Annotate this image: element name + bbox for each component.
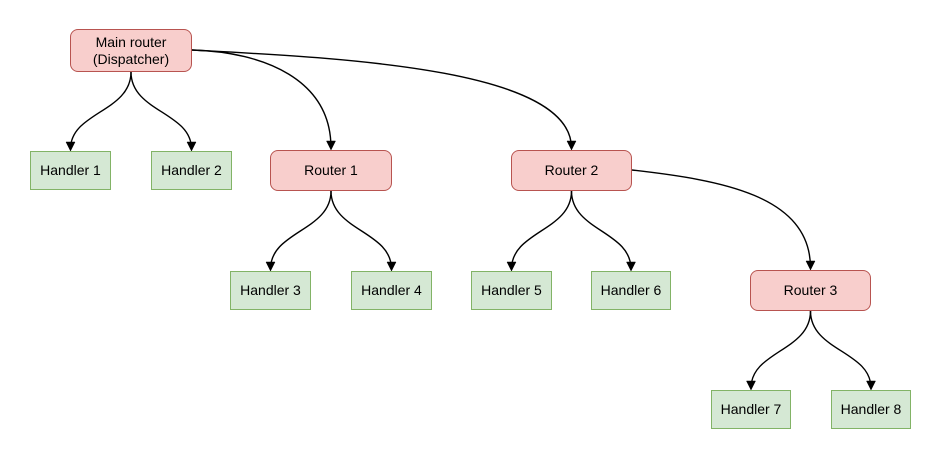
node-handler-5: Handler 5 (471, 271, 552, 310)
node-handler-3-label: Handler 3 (240, 282, 301, 299)
node-handler-6-label: Handler 6 (600, 282, 662, 299)
edge-router2-to-router3 (631, 169, 811, 268)
edge-router3-to-handler8 (809, 310, 872, 388)
edge-router3-to-handler7 (751, 310, 812, 388)
node-handler-3: Handler 3 (230, 271, 311, 310)
node-main-router: Main router (Dispatcher) (70, 29, 192, 72)
node-handler-7-label: Handler 7 (720, 401, 782, 418)
node-handler-4: Handler 4 (351, 271, 432, 310)
node-router-3: Router 3 (750, 270, 871, 311)
node-handler-8: Handler 8 (831, 390, 911, 429)
node-main-router-label-line2: (Dispatcher) (92, 50, 170, 67)
edge-main-to-handler1 (71, 71, 132, 149)
edge-router1-to-handler3 (271, 190, 332, 269)
node-handler-2: Handler 2 (151, 151, 232, 190)
edge-main-to-router1 (191, 49, 331, 148)
node-handler-4-label: Handler 4 (361, 282, 422, 299)
node-handler-8-label: Handler 8 (840, 401, 902, 418)
node-router-1: Router 1 (270, 150, 392, 191)
node-handler-1: Handler 1 (30, 151, 111, 190)
node-router-3-label: Router 3 (783, 282, 838, 299)
node-handler-7: Handler 7 (711, 390, 791, 429)
node-router-2: Router 2 (511, 150, 632, 191)
edge-router2-to-handler6 (570, 190, 632, 269)
edge-main-to-handler2 (130, 71, 192, 149)
edge-router2-to-handler5 (512, 190, 573, 269)
edge-main-to-router2 (191, 49, 572, 148)
node-router-1-label: Router 1 (304, 162, 358, 179)
edge-router1-to-handler4 (330, 190, 392, 269)
node-router-2-label: Router 2 (544, 162, 599, 179)
node-handler-1-label: Handler 1 (40, 162, 101, 179)
node-handler-2-label: Handler 2 (161, 162, 222, 179)
node-handler-6: Handler 6 (591, 271, 671, 310)
node-main-router-label-line1: Main router (95, 33, 167, 50)
node-handler-5-label: Handler 5 (481, 282, 542, 299)
